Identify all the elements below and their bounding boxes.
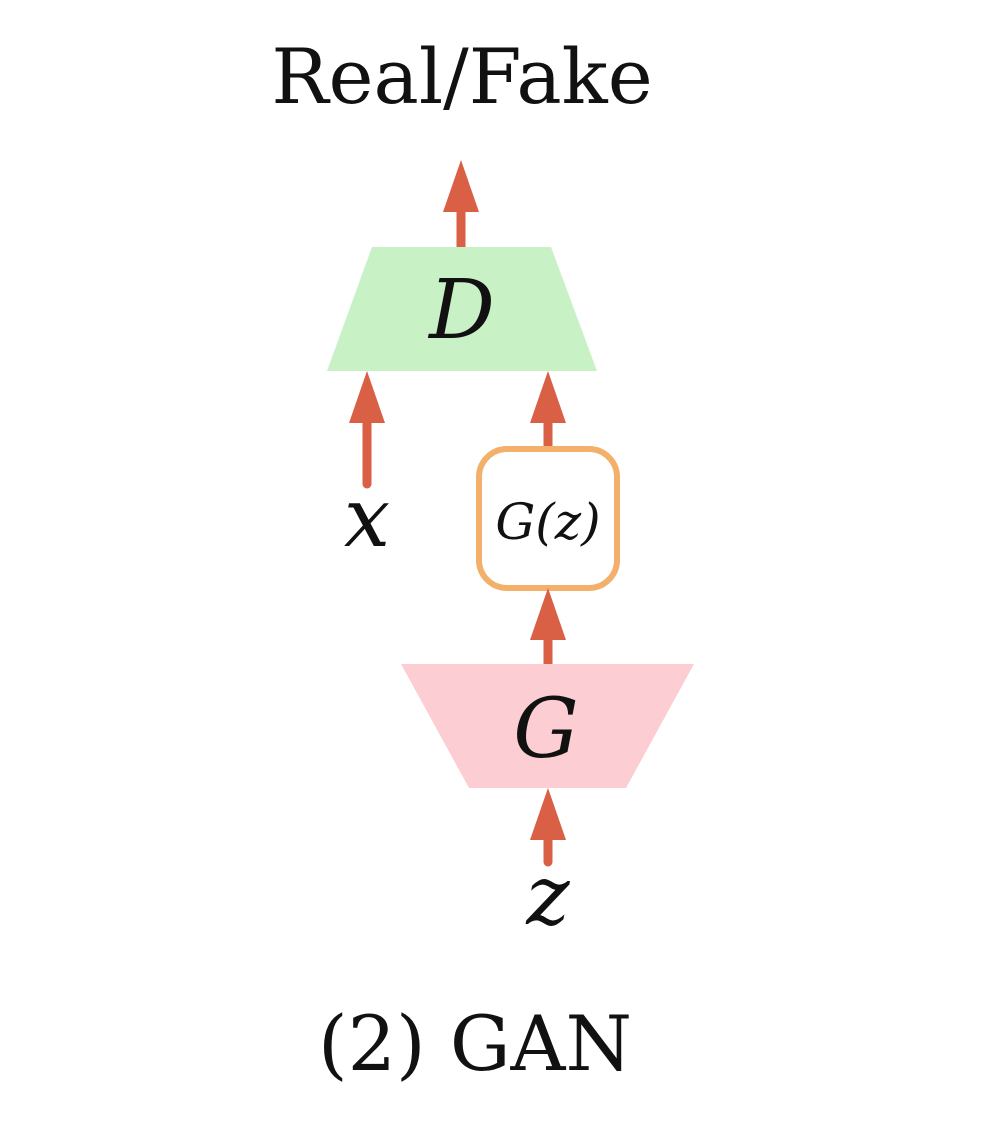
generated-sample-label: G(z): [495, 493, 600, 551]
arrow-noise-to-generator: [530, 788, 566, 867]
generator-label: G: [513, 682, 579, 777]
real-input-label: x: [344, 471, 390, 566]
output-label: Real/Fake: [271, 32, 652, 121]
arrow-sample-to-discriminator: [530, 371, 566, 457]
arrow-discriminator-to-output: [443, 160, 479, 253]
arrow-generator-to-sample: [530, 588, 566, 671]
arrow-x-to-discriminator: [349, 371, 385, 489]
caption: (2) GAN: [318, 999, 632, 1088]
discriminator-block: [327, 247, 597, 371]
discriminator-label: D: [427, 263, 495, 358]
noise-label: z: [525, 849, 570, 944]
generator-block: [401, 664, 694, 788]
